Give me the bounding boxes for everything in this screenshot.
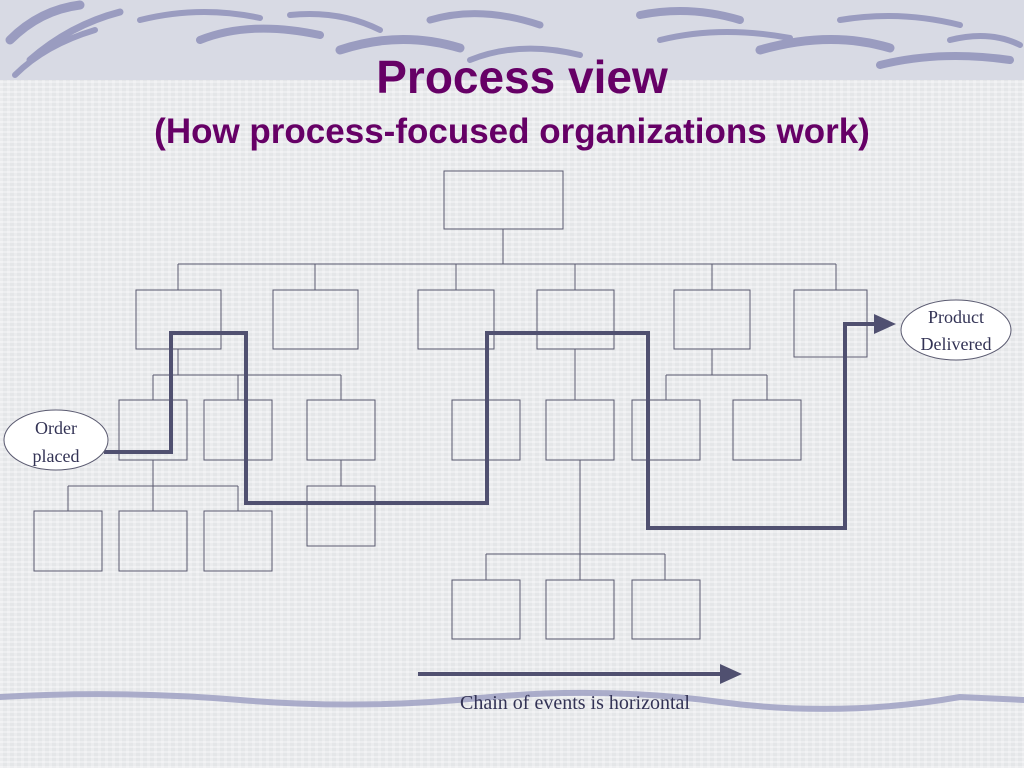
- org-box: [118, 510, 188, 572]
- org-box: [306, 485, 376, 547]
- chain-arrowhead: [720, 664, 742, 684]
- org-box: [272, 289, 359, 350]
- process-flow-arrowhead: [874, 314, 896, 334]
- org-box: [203, 399, 273, 461]
- end-label-line1: Product: [928, 307, 984, 327]
- org-box: [451, 579, 521, 640]
- start-label-line1: Order: [35, 418, 77, 438]
- org-box: [417, 289, 495, 350]
- org-box-top: [443, 170, 564, 230]
- chain-caption: Chain of events is horizontal: [460, 692, 690, 714]
- org-box: [118, 399, 188, 461]
- org-box: [135, 289, 222, 350]
- org-box: [306, 399, 376, 461]
- slide-title: Process view: [376, 51, 668, 103]
- org-box: [545, 399, 615, 461]
- org-chart-boxes: [33, 170, 868, 640]
- org-box: [631, 579, 701, 640]
- org-box: [536, 289, 615, 350]
- end-label-line2: Delivered: [921, 334, 992, 354]
- org-box: [545, 579, 615, 640]
- slide-subtitle: (How process-focused organizations work): [154, 112, 870, 151]
- org-box: [33, 510, 103, 572]
- decorative-swirls: [0, 0, 1024, 712]
- start-node-ellipse: [3, 409, 109, 471]
- org-chart-connectors: [67, 229, 837, 580]
- org-box: [673, 289, 751, 350]
- org-box: [631, 399, 701, 461]
- start-label-line2: placed: [33, 446, 80, 466]
- org-box: [732, 399, 802, 461]
- process-flow-line: [104, 322, 876, 530]
- end-node-ellipse: [900, 299, 1012, 361]
- org-box: [203, 510, 273, 572]
